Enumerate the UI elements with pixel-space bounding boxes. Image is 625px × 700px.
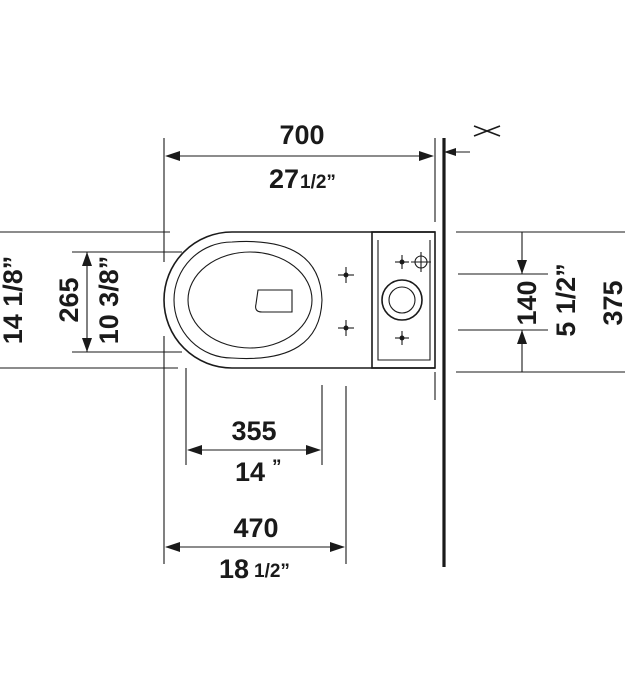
wall-arrow	[444, 148, 456, 156]
outlet-inner-circle	[388, 286, 416, 314]
rough-in-fraction: ”	[272, 457, 282, 478]
rough-arrow-left	[187, 445, 202, 455]
outlet-mm-label: 140	[512, 280, 542, 325]
bowl-outlet-shape	[255, 289, 293, 313]
cistern-inner-outline	[377, 240, 431, 361]
bowl-arrow-bottom	[82, 338, 92, 352]
wall-x-marker-icon	[473, 125, 501, 137]
fixing-point-icon	[395, 331, 409, 345]
width-mm-label: 700	[279, 120, 324, 150]
outer-width-in-label: 14 1/8”	[0, 256, 28, 345]
outlet-arrow-top	[517, 260, 527, 274]
cistern-outline	[371, 231, 436, 369]
width-arrow-right	[419, 151, 434, 161]
bowl-in-label: 10 3/8”	[94, 256, 124, 345]
width-in-fraction: 1/2”	[300, 172, 336, 193]
fixing-point-icon	[338, 267, 354, 283]
fix-arrow-left	[165, 542, 180, 552]
bowl-mm-label: 265	[54, 277, 84, 322]
outlet-outer-circle	[381, 279, 423, 321]
outlet-arrow-bottom	[517, 330, 527, 344]
toilet-body	[163, 231, 436, 369]
rough-mm-label: 355	[231, 416, 276, 446]
rough-arrow-right	[306, 445, 321, 455]
bowl-arrow-top	[82, 252, 92, 266]
outlet-in-label: 5 1/2”	[551, 263, 581, 337]
width-arrow-left	[165, 151, 180, 161]
rough-in-label: 14	[235, 457, 265, 487]
depth-mm-label: 375	[598, 280, 625, 325]
fixing-point-icon	[395, 255, 409, 269]
fix-in-label: 18	[219, 554, 249, 584]
fix-mm-label: 470	[233, 513, 278, 543]
width-in-label: 27	[269, 164, 299, 194]
fix-arrow-right	[330, 542, 345, 552]
fix-in-fraction: 1/2”	[254, 561, 290, 582]
fixing-point-icon	[338, 320, 354, 336]
